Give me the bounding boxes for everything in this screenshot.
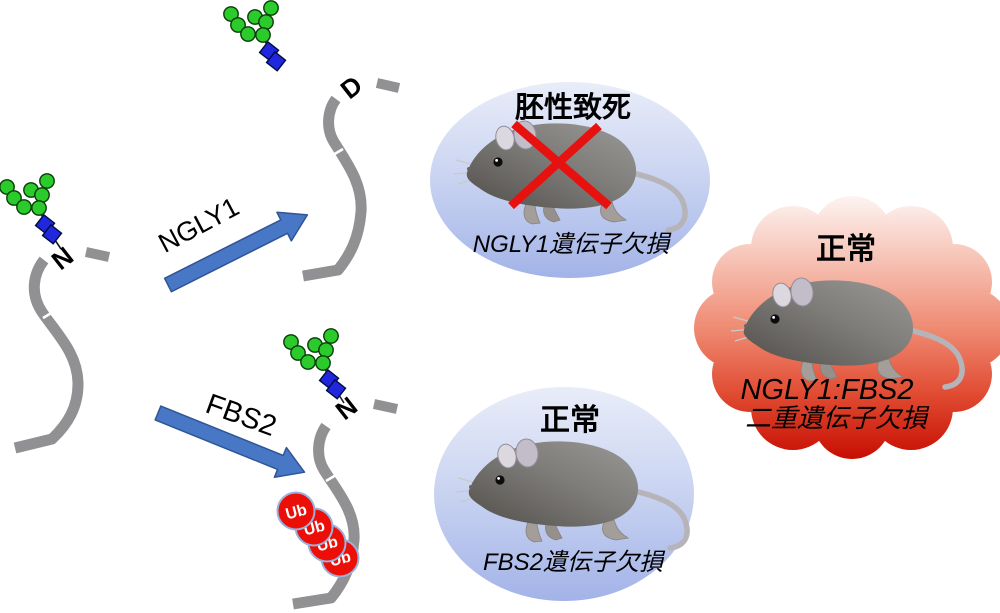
arrow-shape [154, 405, 306, 479]
polyubiquitin-chain: Ub Ub Ub Ub [276, 491, 360, 578]
n-residue-label: N [46, 241, 79, 276]
double-ko-cloud-background [694, 196, 1000, 459]
protein-chain-segment [84, 247, 111, 262]
ub-icon: Ub [276, 491, 316, 531]
protein-chain-segment [372, 399, 399, 414]
ngly1-ko-panel: 胚性致死 NGLY1遺伝子欠損 [454, 91, 685, 258]
genotype-label-line2: 二重遺伝子欠損 [745, 403, 930, 433]
fbs2-arrow: FBS2 [154, 388, 306, 479]
protein-chain-segment [375, 78, 401, 93]
fbs2-ko-panel: 正常 FBS2遺伝子欠損 [456, 404, 687, 576]
ubiquitinated-glycoprotein: N Ub Ub Ub Ub [276, 327, 399, 610]
n-glycan-icon [0, 173, 63, 245]
outcome-label: 正常 [540, 404, 600, 437]
arrow-shape [163, 211, 309, 293]
ngly1-arrow: NGLY1 [154, 191, 309, 293]
lethal-cross-icon [508, 120, 612, 210]
protein-chain [13, 256, 84, 454]
outcome-label: 胚性致死 [515, 91, 631, 124]
protein-chain [302, 95, 367, 282]
ub-label: Ub [284, 501, 309, 523]
outcome-label: 正常 [816, 233, 876, 266]
n-glycan-icon [282, 327, 347, 400]
released-glycan-icon [223, 0, 287, 72]
genotype-label-line1: NGLY1:FBS2 [740, 374, 913, 406]
d-residue-label: D [335, 70, 368, 105]
glycoprotein-substrate: N [0, 173, 111, 454]
genotype-label: FBS2遺伝子欠損 [483, 549, 666, 576]
chain-notch [325, 473, 337, 483]
chain-notch [42, 310, 54, 320]
genotype-label: NGLY1遺伝子欠損 [473, 231, 672, 258]
protein-chain [292, 422, 360, 610]
chain-notch [332, 147, 344, 157]
glycan-stem [54, 239, 62, 250]
double-ko-panel: 正常 NGLY1:FBS2 二重遺伝子欠損 [731, 233, 962, 433]
